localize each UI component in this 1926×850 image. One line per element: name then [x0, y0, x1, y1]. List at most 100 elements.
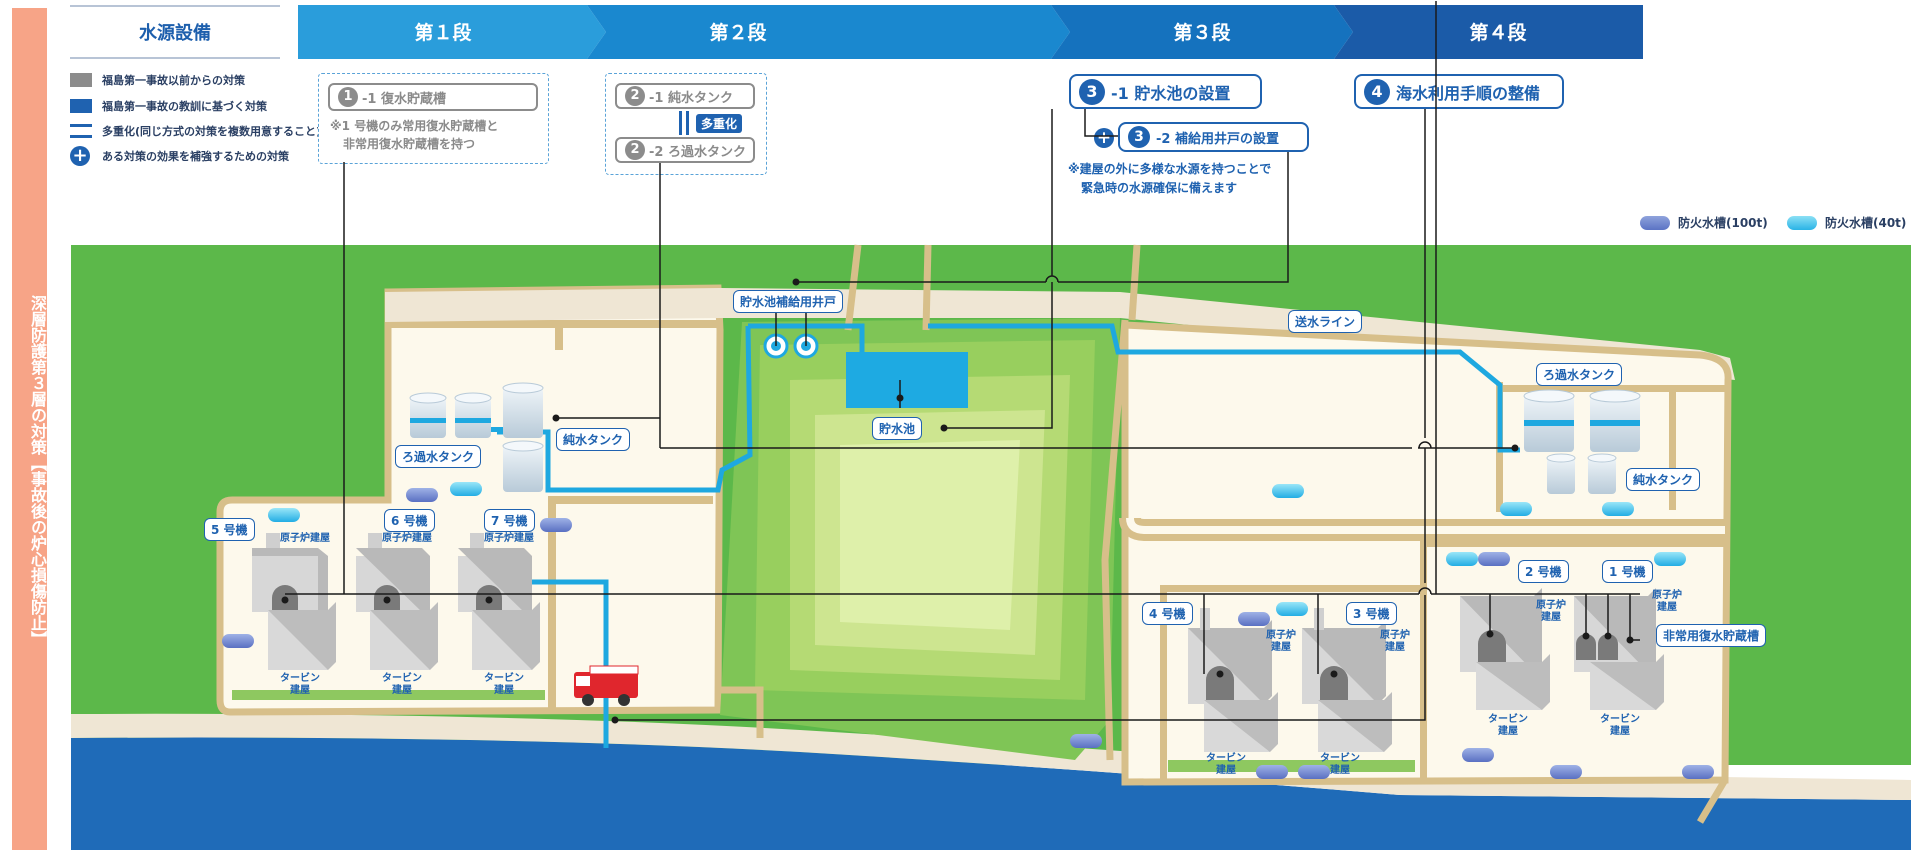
stage-1: 第１段	[414, 21, 472, 44]
unit-4-label: 4 号機	[1142, 602, 1193, 625]
caption-line: 建屋	[1498, 726, 1518, 737]
measure-2-1: 2 -1 純水タンク	[615, 83, 755, 109]
plus-icon: +	[70, 146, 90, 166]
legend-item-existing: 福島第一事故以前からの対策	[70, 72, 245, 88]
caption-line: 建屋	[1610, 726, 1630, 737]
filter-tank-left-label: ろ過水タンク	[395, 445, 482, 468]
caption-line: タービン	[1488, 714, 1528, 725]
unit-1-label: 1 号機	[1602, 560, 1653, 583]
unit-2-label: 2 号機	[1518, 560, 1569, 583]
measure-number: 2	[625, 140, 645, 160]
unit-3-buildings	[1302, 608, 1392, 752]
caption-line: 建屋	[494, 685, 514, 696]
turbine-bldg-label: タービン建屋	[1206, 753, 1246, 777]
filter-tank-right	[1523, 389, 1641, 452]
double-line-swatch	[70, 124, 92, 138]
road	[1669, 385, 1676, 510]
unit-3-label: 3 号機	[1346, 602, 1397, 625]
measure-1-1: 1 -1 復水貯蔵槽	[328, 83, 538, 111]
caption-line: 建屋	[1385, 642, 1405, 653]
legend-item-lessons: 福島第一事故の教訓に基づく対策	[70, 98, 267, 114]
note-line: ※建屋の外に多様な水源を持つことで	[1068, 162, 1272, 176]
pond-label: 貯水池	[872, 417, 923, 440]
caption-line: タービン	[1206, 753, 1246, 764]
measure-label: -1 貯水池の設置	[1111, 83, 1231, 103]
multiplex-tag: 多重化	[696, 114, 743, 133]
measure-label: -1 純水タンク	[649, 90, 733, 106]
caption-line: 原子炉	[1380, 630, 1410, 641]
north-strip	[385, 288, 1735, 380]
pure-tank-left	[502, 382, 544, 492]
stage-2: 第２段	[709, 21, 767, 44]
caption-line: 建屋	[1541, 612, 1561, 623]
measure-1-note: ※1 号機のみ常用復水貯蔵槽と 非常用復水貯蔵槽を持つ	[330, 117, 498, 153]
site-left	[216, 284, 724, 716]
road	[1420, 540, 1427, 782]
site-left-road	[548, 496, 713, 504]
measure-label: -1 復水貯蔵槽	[362, 91, 446, 107]
caption-line: 原子炉	[1266, 630, 1296, 641]
road	[720, 686, 764, 738]
road	[922, 244, 932, 331]
road	[1420, 540, 1725, 547]
caption-line: 建屋	[1330, 765, 1350, 776]
multiplex-line	[686, 111, 689, 135]
reservoir	[846, 352, 968, 408]
unit-5-buildings	[252, 533, 336, 670]
filter-tank-right-label: ろ過水タンク	[1536, 363, 1623, 386]
road	[844, 244, 862, 331]
measure-2-2: 2 -2 ろ過水タンク	[615, 137, 755, 163]
note-line: ※1 号機のみ常用復水貯蔵槽と	[330, 119, 499, 133]
water-pipe	[748, 323, 865, 352]
turbine-bldg-label: タービン建屋	[382, 673, 422, 697]
transfer-line-label: 送水ライン	[1288, 310, 1363, 333]
road	[1160, 585, 1425, 592]
measure-label: 海水利用手順の整備	[1396, 83, 1541, 103]
measure-number: 4	[1364, 78, 1390, 105]
fire-truck-icon	[574, 665, 639, 706]
caption-line: 原子炉	[1536, 600, 1566, 611]
measure-number: 2	[625, 86, 645, 106]
stage-banner: 第１段 第２段 第３段 第４段	[298, 5, 1643, 59]
caption-line: 建屋	[1216, 765, 1236, 776]
tank-legend-label: 防火水槽(40t)	[1825, 216, 1907, 230]
fire-tank-100t-group	[222, 488, 1714, 779]
road	[1696, 778, 1729, 824]
site-left-road	[548, 496, 556, 711]
turbine-bldg-label: タービン建屋	[280, 673, 320, 697]
unit-4-buildings	[1188, 608, 1278, 752]
stage-3: 第３段	[1173, 21, 1231, 44]
blue-swatch	[70, 99, 92, 113]
tank-100t-icon	[1640, 215, 1670, 230]
measure-number: 3	[1128, 126, 1150, 148]
reactor-bldg-label: 原子炉建屋	[1652, 590, 1682, 614]
well-label: 貯水池補給用井戸	[733, 290, 844, 313]
reactor-bldg-label: 原子炉建屋	[1266, 630, 1296, 654]
legend-item-reinforce: + ある対策の効果を補強するための対策	[70, 146, 289, 166]
reactor-bldg-label: 原子炉建屋	[484, 533, 534, 544]
measure-3-note: ※建屋の外に多様な水源を持つことで 緊急時の水源確保に備えます	[1068, 160, 1271, 198]
leader-lines	[285, 1, 1640, 721]
tank-legend-40t: 防火水槽(40t)	[1787, 214, 1906, 231]
stage-4: 第４段	[1469, 21, 1527, 44]
legend-label: 福島第一事故以前からの対策	[102, 74, 245, 87]
pure-tank-right	[1546, 453, 1617, 494]
reactor-bldg-label: 原子炉建屋	[1536, 600, 1566, 624]
plus-icon: +	[1094, 128, 1114, 148]
caption-line: タービン	[1600, 714, 1640, 725]
caption-line: 建屋	[1657, 602, 1677, 613]
road	[1101, 319, 1129, 761]
measure-number: 3	[1079, 78, 1105, 105]
pure-tank-right-label: 純水タンク	[1626, 468, 1701, 491]
caption-line: タービン	[280, 673, 320, 684]
turbine-bldg-label: タービン建屋	[1320, 753, 1360, 777]
caption-line: タービン	[1320, 753, 1360, 764]
measure-3-1: 3 -1 貯水池の設置	[1069, 74, 1262, 109]
emergency-cst-label: 非常用復水貯蔵槽	[1656, 624, 1767, 647]
hill	[840, 440, 1020, 630]
reactor-bldg-label: 原子炉建屋	[280, 533, 330, 544]
side-band: 深層防護第３層の対策【事故後の炉心損傷防止】	[12, 8, 47, 850]
tank-40t-icon	[1787, 215, 1817, 230]
turbine-bldg-label: タービン建屋	[1488, 714, 1528, 738]
